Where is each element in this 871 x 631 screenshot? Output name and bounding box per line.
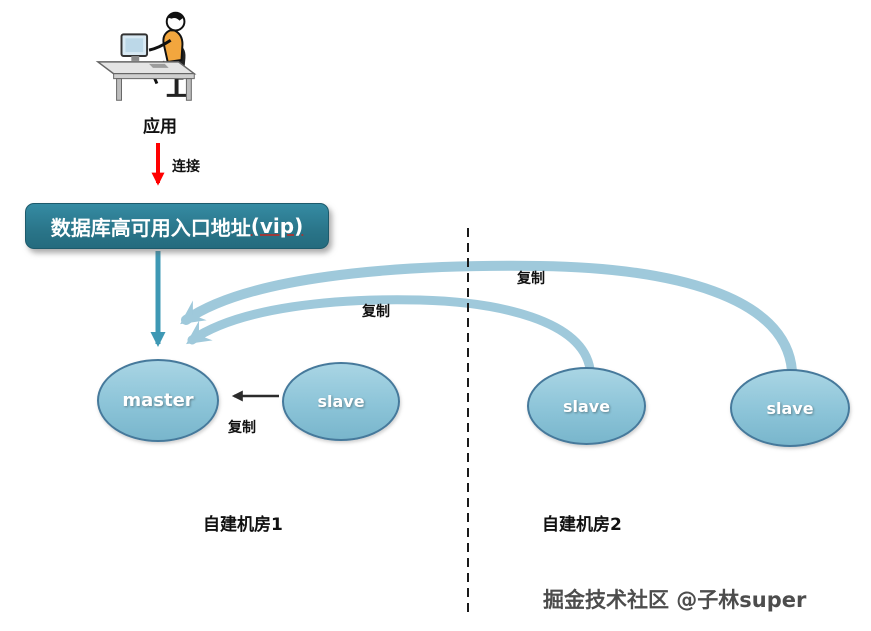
watermark-text: 掘金技术社区 @子林super — [543, 588, 807, 612]
replication-label-mid: 复制 — [362, 304, 390, 320]
vip-entry-box: 数据库高可用入口地址(vip) — [25, 203, 329, 249]
replication-curve-mid — [186, 295, 595, 374]
replication-curve-far — [180, 260, 797, 376]
room1-label: 自建机房1 — [203, 515, 283, 535]
node-master-label: master — [122, 390, 194, 411]
application-label: 应用 — [143, 117, 177, 137]
node-slave-local-label: slave — [317, 392, 365, 411]
vip-entry-text: 数据库高可用入口地址 — [50, 215, 251, 240]
node-slave-remote-2: slave — [730, 369, 850, 447]
node-slave-remote-2-label: slave — [766, 398, 814, 418]
connect-arrow-label: 连接 — [172, 159, 200, 175]
node-slave-local: slave — [282, 362, 400, 441]
replication-label-local: 复制 — [228, 420, 256, 436]
node-master: master — [97, 359, 219, 442]
person-at-computer-icon — [92, 6, 210, 108]
replication-label-far: 复制 — [517, 271, 545, 287]
node-slave-remote-1-label: slave — [562, 396, 611, 416]
room2-label: 自建机房2 — [542, 515, 622, 535]
vip-entry-vip-text: (vip) — [250, 214, 304, 238]
node-slave-remote-1: slave — [527, 367, 646, 445]
